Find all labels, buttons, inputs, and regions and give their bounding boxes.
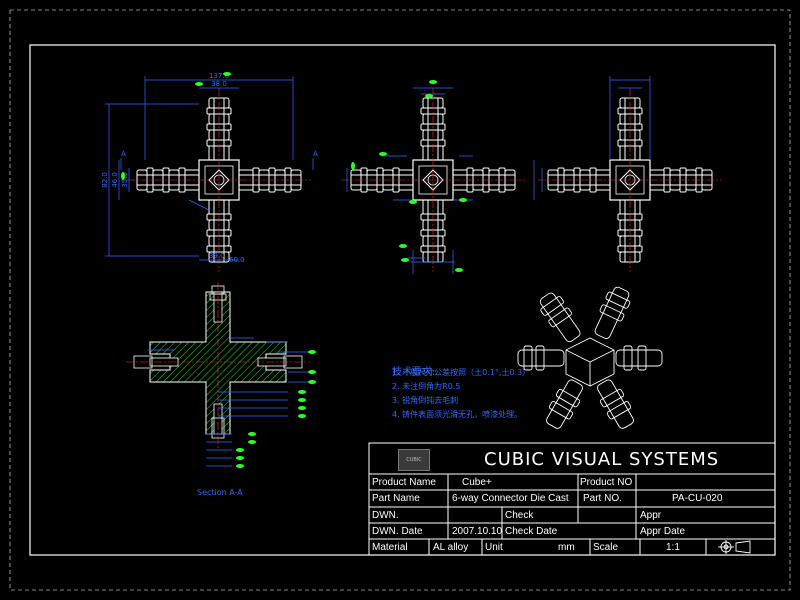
product-name-label: Product Name	[372, 477, 436, 488]
tech-req-item-4: 4. 铸件表面须光滑无孔，喷漆处理。	[392, 410, 523, 419]
company-name: CUBIC VISUAL SYSTEMS	[484, 449, 720, 470]
view-front-dimensioned[interactable]: 137.0 38.0 82.0 46.0 35.0 39.0 60.0 A A	[101, 72, 318, 272]
check-label: Check	[505, 510, 534, 521]
appr-label: Appr	[640, 510, 662, 521]
tech-req-item-3: 3. 锐角倒钝去毛刺	[392, 396, 459, 405]
appr-date-label: Appr Date	[640, 526, 686, 537]
dwn-label: DWN.	[372, 510, 399, 521]
product-no-label: Product NO	[580, 477, 633, 488]
dim-60: 60.0	[229, 256, 245, 264]
technical-requirements: 技术要求: 1. 一般尺寸公差按照（土0.1°,土0.3） 2. 未注倒角为R0…	[392, 366, 530, 422]
material-value[interactable]: AL alloy	[433, 542, 469, 553]
title-block	[368, 442, 776, 556]
dwn-date-value[interactable]: 2007.10.10	[452, 526, 503, 537]
scale-label: Scale	[593, 542, 619, 553]
tech-req-item-1: 1. 一般尺寸公差按照（土0.1°,土0.3）	[392, 368, 531, 377]
dim-38: 38.0	[211, 80, 227, 88]
isometric-view[interactable]	[517, 284, 663, 432]
part-no-label: Part NO.	[583, 493, 622, 504]
section-label: Section A-A	[197, 488, 243, 497]
tech-req-item-2: 2. 未注倒角为R0.5	[392, 382, 461, 391]
scale-value[interactable]: 1:1	[666, 542, 680, 553]
dwn-date-label: DWN. Date	[372, 526, 423, 537]
unit-value[interactable]: mm	[558, 542, 575, 553]
unit-label: Unit	[485, 542, 503, 553]
check-date-label: Check Date	[505, 526, 558, 537]
view-top-dimensioned[interactable]	[341, 80, 525, 274]
part-name-value[interactable]: 6-way Connector Die Cast	[452, 493, 569, 504]
company-logo: CUBIC	[398, 449, 430, 471]
projection-symbol-icon	[718, 540, 751, 554]
part-name-label: Part Name	[372, 493, 420, 504]
material-label: Material	[372, 542, 408, 553]
view-side[interactable]	[533, 76, 722, 272]
section-mark-left: A	[121, 150, 126, 158]
part-no-value[interactable]: PA-CU-020	[672, 493, 723, 504]
dim-137: 137.0	[209, 72, 229, 80]
dim-39: 39.0	[209, 252, 225, 260]
tech-req-title: 技术要求:	[392, 367, 436, 378]
section-view-a-a[interactable]	[126, 282, 316, 468]
dim-46: 46.0	[111, 172, 119, 188]
dim-82: 82.0	[101, 172, 109, 188]
product-name-value[interactable]: Cube+	[462, 477, 492, 488]
dim-35: 35.0	[121, 172, 129, 188]
outer-frame	[9, 9, 791, 591]
section-mark-right: A	[313, 150, 318, 158]
